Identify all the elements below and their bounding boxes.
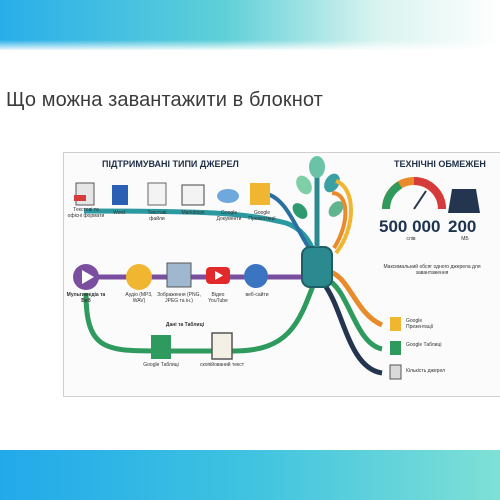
size-limit-value: 200 [448,217,477,236]
bottom-gradient-band [0,450,500,500]
source-label: Текстові файли [147,210,167,222]
output-label: Кількість джерел [406,368,445,374]
source-label: скопійований текст [199,362,245,368]
infographic-image: ПІДТРИМУВАНІ ТИПИ ДЖЕРЕЛ ТЕХНІЧНІ ОБМЕЖЕ… [63,152,500,397]
source-label: Markdown [181,210,205,216]
central-tree-icon [292,156,353,288]
source-label: Аудіо (MP3, WAV) [125,292,153,304]
source-label: Google Документи [216,210,242,222]
top-gradient-band [0,0,500,50]
row1-icons [74,182,270,206]
source-label: Word [113,210,125,216]
source-label: веб-сайти [245,292,269,298]
output-label: Google Таблиці [406,342,442,348]
technical-limits-header: ТЕХНІЧНІ ОБМЕЖЕН [394,159,486,169]
source-label: Зображення (PNG, JPEG та ін.) [157,292,201,304]
source-label: Відео YouTube [208,292,228,304]
supported-sources-header: ПІДТРИМУВАНІ ТИПИ ДЖЕРЕЛ [102,159,239,169]
data-tables-label: Дані та Таблиці [165,322,205,328]
source-label: Google Презентації [248,210,276,222]
output-label: Google Презентації [406,318,434,330]
source-label: Google Таблиці [143,362,179,368]
source-label: Мультимедіа та Веб [66,292,106,304]
words-limit-value: 500 000 [379,217,441,236]
slide-title: Що можна завантажити в блокнот [6,89,323,111]
limit-caption: Максимальний обсяг одного джерела для за… [383,264,481,276]
infographic-graphics [73,156,480,380]
source-label: Текстові та офісні формати [67,207,105,219]
size-unit: МБ [461,236,469,242]
words-unit: слів [406,236,416,242]
